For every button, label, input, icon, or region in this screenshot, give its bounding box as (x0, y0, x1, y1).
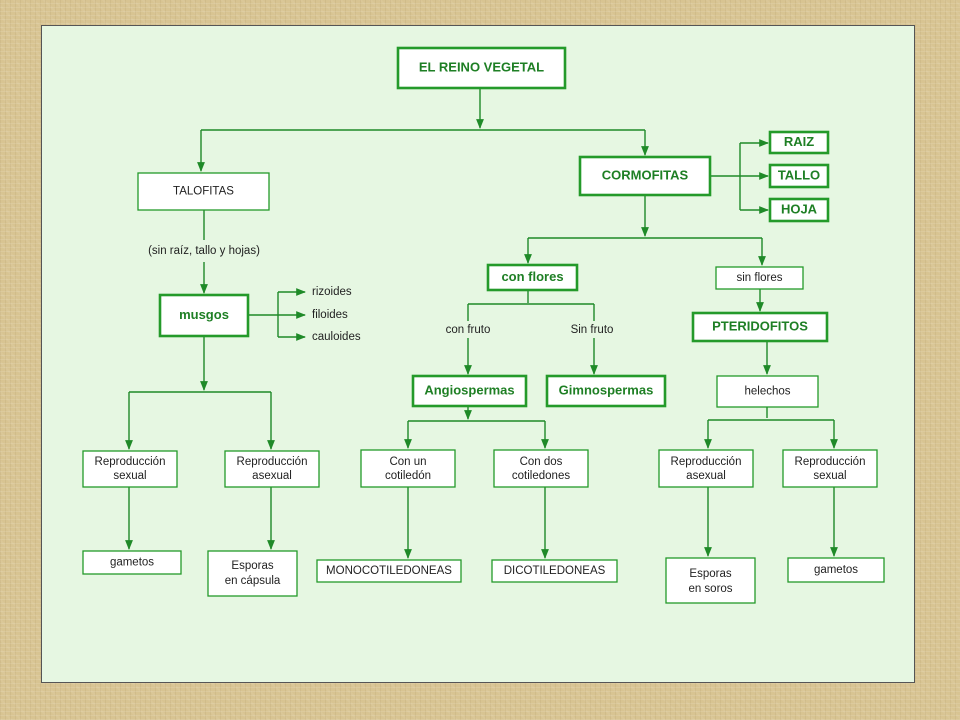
label-cauloides: cauloides (312, 331, 361, 343)
node-gimnospermas: Gimnospermas (545, 374, 667, 408)
node-con-flores: con flores (486, 263, 579, 292)
node-cormofitas: CORMOFITAS (578, 155, 712, 197)
label-con-fruto: con fruto (446, 324, 491, 336)
node-esporas-capsula: Esporas en cápsula (207, 550, 298, 597)
node-hoja-label: HOJA (781, 201, 818, 216)
node-talofitas-repro-asexual-line2: asexual (252, 470, 292, 482)
node-monocotiledoneas: MONOCOTILEDONEAS (316, 559, 462, 583)
node-musgos-label: musgos (179, 307, 229, 322)
node-pteridofitos-repro-asexual-line2: asexual (686, 470, 726, 482)
label-rizoides: rizoides (312, 286, 352, 298)
node-dos-cotiledones-line1: Con dos (520, 456, 563, 468)
node-con-flores-label: con flores (501, 269, 563, 284)
node-pteridofitos-repro-asexual-line1: Reproducción (671, 456, 742, 468)
node-hoja: HOJA (768, 197, 830, 223)
node-talofitas-repro-sexual-line1: Reproducción (95, 456, 166, 468)
node-dos-cotiledones: Con dos cotiledones (493, 449, 589, 488)
node-esporas-soros-line1: Esporas (689, 568, 731, 580)
node-talofitas-repro-asexual-line1: Reproducción (237, 456, 308, 468)
node-reino-vegetal-label: EL REINO VEGETAL (419, 59, 544, 74)
node-angiospermas-label: Angiospermas (424, 382, 514, 397)
node-musgos: musgos (158, 293, 250, 338)
node-esporas-soros-line2: en soros (688, 583, 732, 595)
node-dos-cotiledones-line2: cotiledones (512, 470, 570, 482)
node-pteridofitos-label: PTERIDOFITOS (712, 318, 808, 333)
node-dicotiledoneas-label: DICOTILEDONEAS (504, 565, 606, 577)
node-un-cotiledon-line1: Con un (389, 456, 426, 468)
node-cormofitas-label: CORMOFITAS (602, 167, 689, 182)
node-reino-vegetal: EL REINO VEGETAL (396, 46, 567, 90)
node-talofitas: TALOFITAS (137, 172, 270, 211)
node-un-cotiledon-line2: cotiledón (385, 470, 431, 482)
node-esporas-capsula-line1: Esporas (231, 560, 273, 572)
node-dicotiledoneas: DICOTILEDONEAS (491, 559, 618, 583)
node-esporas-soros: Esporas en soros (665, 557, 756, 604)
node-pteridofitos-gametos-label: gametos (814, 564, 858, 576)
node-helechos: helechos (716, 375, 819, 408)
node-tallo: TALLO (768, 163, 830, 189)
node-raiz: RAIZ (768, 130, 830, 155)
node-angiospermas: Angiospermas (411, 374, 528, 408)
connectors (125, 88, 838, 559)
node-pteridofitos-repro-sexual-line2: sexual (813, 470, 846, 482)
node-helechos-label: helechos (744, 386, 790, 398)
node-pteridofitos-repro-sexual: Reproducción sexual (782, 449, 878, 488)
node-un-cotiledon: Con un cotiledón (360, 449, 456, 488)
node-talofitas-repro-sexual: Reproducción sexual (82, 450, 178, 488)
node-talofitas-label: TALOFITAS (173, 186, 234, 198)
talofitas-note: (sin raíz, tallo y hojas) (148, 245, 260, 257)
node-monocotiledoneas-label: MONOCOTILEDONEAS (326, 565, 452, 577)
node-talofitas-repro-sexual-line2: sexual (113, 470, 146, 482)
node-pteridofitos-gametos: gametos (787, 557, 885, 583)
node-sin-flores: sin flores (715, 266, 804, 290)
node-gimnospermas-label: Gimnospermas (559, 382, 654, 397)
node-talofitas-gametos-label: gametos (110, 557, 154, 569)
node-pteridofitos: PTERIDOFITOS (691, 311, 829, 343)
node-talofitas-repro-asexual: Reproducción asexual (224, 450, 320, 488)
node-talofitas-gametos: gametos (82, 550, 182, 575)
node-pteridofitos-repro-asexual: Reproducción asexual (658, 449, 754, 488)
label-filoides: filoides (312, 309, 348, 321)
label-sin-fruto: Sin fruto (571, 324, 614, 336)
node-pteridofitos-repro-sexual-line1: Reproducción (795, 456, 866, 468)
node-raiz-label: RAIZ (784, 134, 814, 149)
node-esporas-capsula-line2: en cápsula (225, 575, 281, 587)
node-tallo-label: TALLO (778, 167, 820, 182)
node-sin-flores-label: sin flores (736, 272, 782, 284)
